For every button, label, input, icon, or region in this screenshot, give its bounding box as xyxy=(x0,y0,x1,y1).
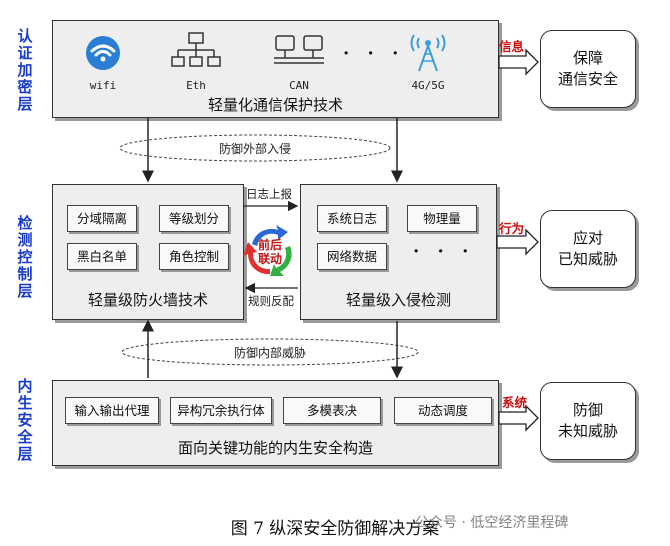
outcome-known-threats-line2: 已知威胁 xyxy=(557,250,618,268)
layer-label-intrinsic: 内生安全层 xyxy=(17,377,33,463)
arrow-behavior-outcome xyxy=(496,228,539,256)
info-arrow-label: 信息 xyxy=(499,39,525,54)
layer-label-detect: 检测控制层 xyxy=(17,214,33,300)
behavior-arrow-label: 行为 xyxy=(499,221,525,236)
outcome-secure-comm-line1: 保障 xyxy=(572,49,603,67)
wifi-icon xyxy=(83,35,123,71)
can-bus-icon xyxy=(273,33,325,71)
defense-external-label: 防御外部入侵 xyxy=(218,142,291,156)
ethernet-icon xyxy=(171,31,221,71)
chip-dynamic-scheduling: 动态调度 xyxy=(394,397,492,424)
chip-role-control: 角色控制 xyxy=(159,243,229,270)
chip-black-white-list: 黑白名单 xyxy=(67,243,137,270)
rule-feedback-label: 规则反配 xyxy=(248,294,294,308)
layer-label-auth: 认证加密层 xyxy=(17,27,33,113)
outcome-known-threats: 应对 已知威胁 xyxy=(540,210,636,288)
outcome-unknown-threats: 防御 未知威胁 xyxy=(540,382,636,460)
outcome-secure-comm-line2: 通信安全 xyxy=(557,70,618,88)
can-label: CAN xyxy=(289,79,309,92)
outcome-secure-comm: 保障 通信安全 xyxy=(540,30,636,108)
linkage-center-line1: 前后 xyxy=(257,238,282,252)
ids-ellipsis: · · · xyxy=(413,241,475,262)
outcome-unknown-threats-line1: 防御 xyxy=(572,401,603,419)
antenna-label: 4G/5G xyxy=(411,79,445,92)
ids-title: 轻量级入侵检测 xyxy=(345,291,451,309)
intrinsic-title: 面向关键功能的内生安全构造 xyxy=(177,439,373,457)
system-arrow-label: 系统 xyxy=(502,395,528,410)
watermark: 公众号 · 低空经济里程碑 xyxy=(415,515,569,531)
firewall-panel: 分域隔离 等级划分 黑白名单 角色控制 轻量级防火墙技术 xyxy=(52,184,244,320)
defense-external-ellipse xyxy=(119,134,391,162)
arrow-system-outcome xyxy=(498,404,539,432)
defense-internal-label: 防御内部威胁 xyxy=(233,346,306,360)
comm-ellipsis: · · · xyxy=(343,43,405,64)
chip-network-data: 网络数据 xyxy=(317,243,387,270)
chip-domain-isolation: 分域隔离 xyxy=(67,205,137,232)
log-report-label: 日志上报 xyxy=(246,187,292,201)
intrinsic-security-panel: 输入输出代理 异构冗余执行体 多模表决 动态调度 面向关键功能的内生安全构造 xyxy=(52,380,499,466)
ethernet-label: Eth xyxy=(186,79,206,92)
chip-system-log: 系统日志 xyxy=(317,205,387,232)
arrow-info-outcome xyxy=(498,48,539,76)
chip-physical-quantity: 物理量 xyxy=(407,205,477,232)
antenna-icon xyxy=(405,29,451,73)
chip-level-division: 等级划分 xyxy=(159,205,229,232)
chip-heterogeneous-redundant: 异构冗余执行体 xyxy=(170,397,272,424)
chip-io-proxy: 输入输出代理 xyxy=(65,397,159,424)
comm-protection-panel: wifi Eth CAN · · · xyxy=(52,20,499,118)
outcome-unknown-threats-line2: 未知威胁 xyxy=(557,422,618,440)
figure-caption: 图 7 纵深安全防御解决方案 xyxy=(230,519,440,539)
cycle-linkage-icon: 前后 联动 xyxy=(240,222,300,280)
linkage-center-line2: 联动 xyxy=(257,252,282,266)
linkage-center-text: 前后 联动 xyxy=(254,238,286,266)
ids-panel: 系统日志 物理量 网络数据 · · · 轻量级入侵检测 xyxy=(300,184,497,320)
chip-multimode-voting: 多模表决 xyxy=(283,397,381,424)
firewall-title: 轻量级防火墙技术 xyxy=(87,291,208,309)
wifi-label: wifi xyxy=(89,79,117,92)
outcome-known-threats-line1: 应对 xyxy=(572,229,603,247)
defense-internal-ellipse xyxy=(121,338,419,366)
comm-protection-title: 轻量化通信保护技术 xyxy=(207,96,343,114)
